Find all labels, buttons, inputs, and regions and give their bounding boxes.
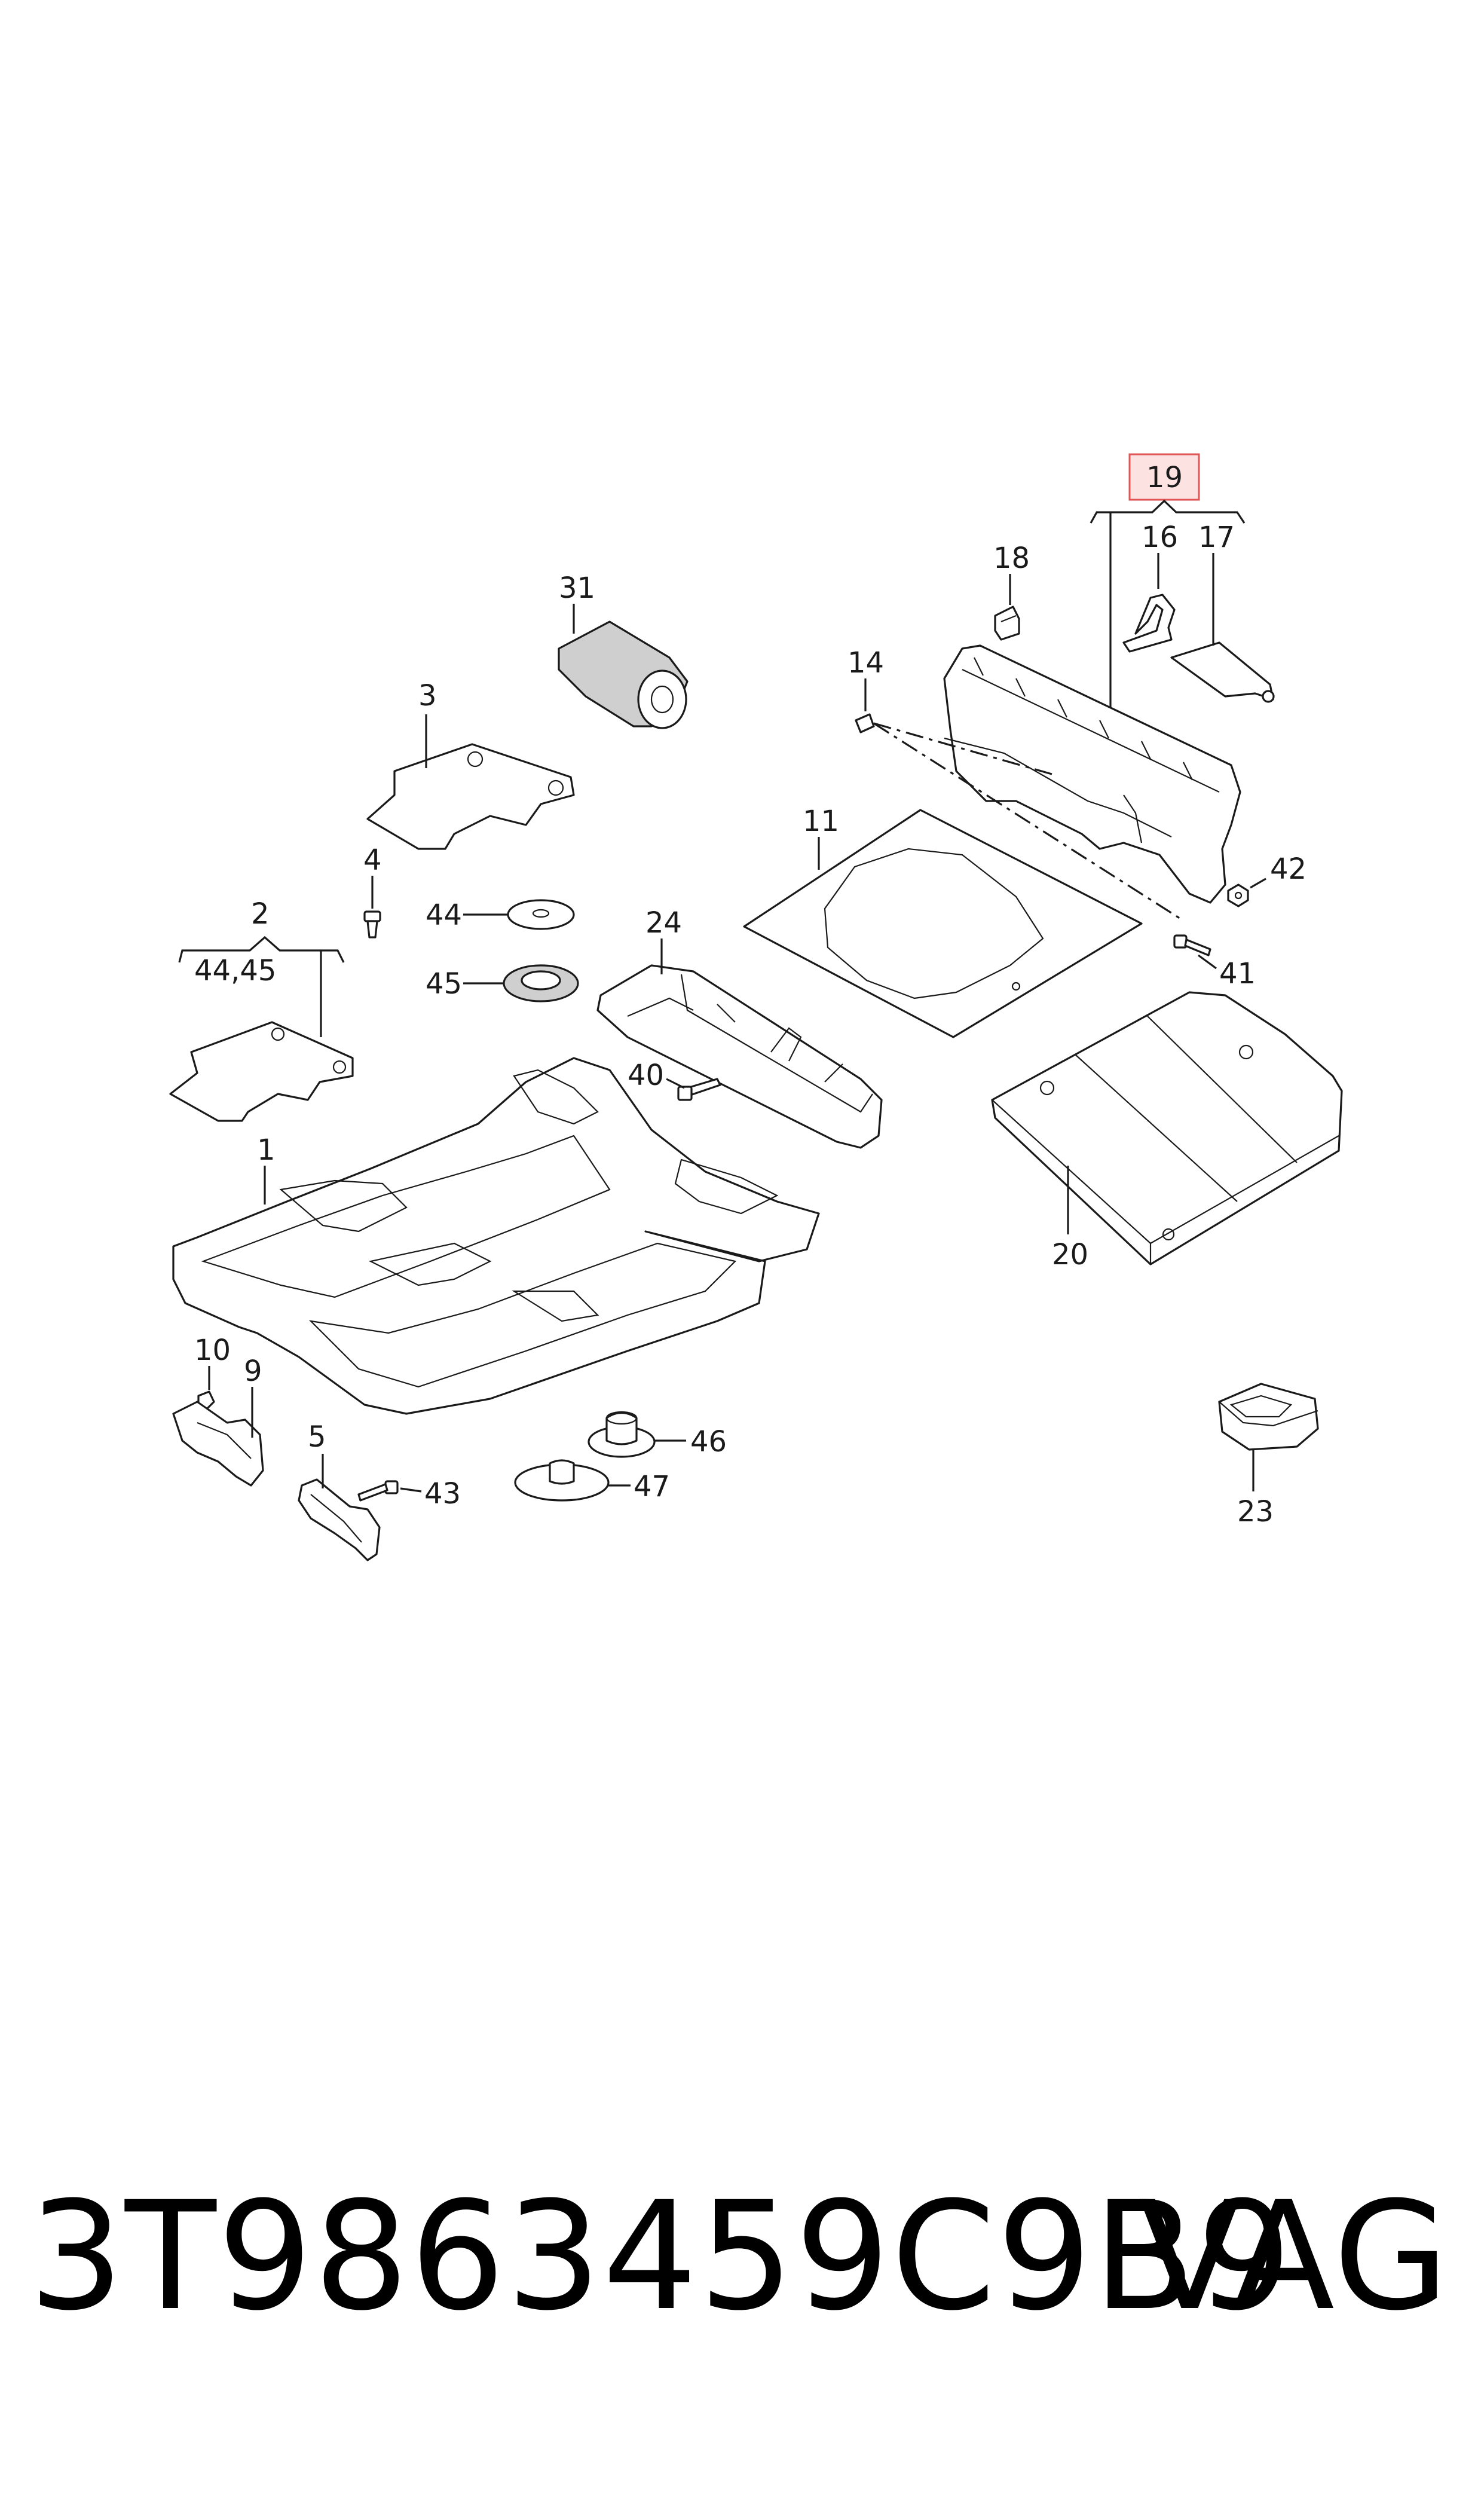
part-45-grommet — [503, 964, 579, 1002]
callout-45[interactable]: 45 — [426, 967, 462, 1001]
callout-47[interactable]: 47 — [634, 1470, 670, 1503]
part-4-clip — [363, 910, 381, 938]
part-16-bracket — [1122, 594, 1176, 653]
callout-9[interactable]: 9 — [244, 1355, 262, 1388]
part-11-boot-mat — [743, 809, 1143, 1038]
part-42-nut — [1227, 884, 1249, 907]
callout-40[interactable]: 40 — [628, 1059, 664, 1092]
callout-18[interactable]: 18 — [993, 542, 1030, 575]
part-47-grommet — [514, 1459, 610, 1502]
part-44-washer — [507, 899, 575, 930]
callout-31[interactable]: 31 — [559, 571, 595, 605]
callout-20[interactable]: 20 — [1052, 1238, 1088, 1271]
part-3-floor-mat — [366, 743, 575, 850]
part-19-rear-panel-trim — [943, 644, 1241, 904]
callout-17[interactable]: 17 — [1198, 521, 1235, 554]
callout-2[interactable]: 2 — [251, 897, 270, 931]
part-20-floor-panel — [991, 991, 1343, 1265]
callout-1[interactable]: 1 — [257, 1133, 276, 1167]
part-9-trim-piece — [172, 1401, 264, 1487]
callout-10[interactable]: 10 — [194, 1334, 231, 1367]
part-41-bolt — [1173, 934, 1211, 956]
callout-23[interactable]: 23 — [1237, 1495, 1274, 1528]
part-17-pad — [1170, 641, 1275, 703]
callout-5[interactable]: 5 — [308, 1420, 326, 1454]
part-46-plug — [588, 1411, 656, 1458]
callout-2-sub[interactable]: 44,45 — [194, 954, 276, 988]
brand-name: VAG — [1139, 2169, 1451, 2343]
part-31-insulation-roll — [558, 620, 689, 729]
callout-41[interactable]: 41 — [1219, 957, 1256, 991]
part-14-clip — [855, 713, 875, 733]
part-40-bolt — [677, 1078, 721, 1101]
callout-16[interactable]: 16 — [1142, 521, 1178, 554]
callout-19-highlight — [1128, 453, 1200, 501]
callout-19[interactable]: 19 — [1146, 461, 1183, 494]
callout-14[interactable]: 14 — [847, 646, 884, 680]
part-5-bracket — [298, 1478, 381, 1561]
callout-44[interactable]: 44 — [426, 898, 462, 932]
callout-3[interactable]: 3 — [418, 679, 437, 713]
callout-11[interactable]: 11 — [803, 805, 839, 838]
callout-46[interactable]: 46 — [690, 1425, 727, 1459]
part-18-clip — [994, 606, 1020, 641]
callout-4[interactable]: 4 — [363, 843, 382, 877]
callout-43[interactable]: 43 — [424, 1477, 461, 1511]
part-1-floor-carpet — [172, 1057, 820, 1415]
part-24-crossmember-insulation — [596, 964, 883, 1149]
part-2-floor-mat — [169, 1021, 354, 1122]
part-number: 3T9863459C9B9 — [29, 2169, 1293, 2343]
callout-42[interactable]: 42 — [1270, 852, 1306, 886]
part-23-foam-insert — [1218, 1383, 1319, 1451]
callout-24[interactable]: 24 — [645, 906, 682, 940]
part-43-screw — [357, 1480, 399, 1502]
